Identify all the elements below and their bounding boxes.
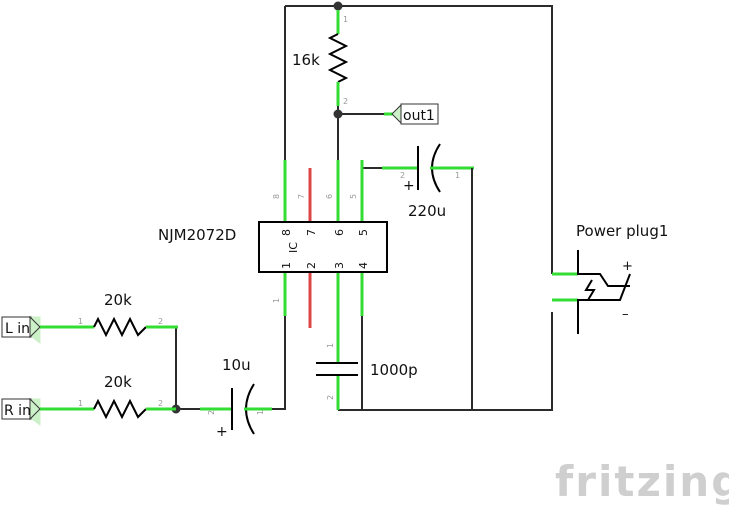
capacitor-1000p-value: 1000p [370,361,418,379]
capacitor-220u[interactable]: 2 1 + 220u [382,143,474,220]
power-plug-minus-label: – [622,307,629,322]
junctions [171,1,343,414]
capacitor-10u-polarity: + [216,424,228,440]
resistor-20k-r-pin1-number: 1 [78,399,83,408]
port-r-in-arrow [29,397,41,421]
junction-out [333,109,343,119]
port-l-in-label: L in [5,321,30,337]
capacitor-10u-value: 10u [222,356,251,374]
resistor-20k-l-value: 20k [104,291,132,309]
power-plug-bracket-top [577,250,630,287]
capacitor-1000p-pin1-number: 1 [326,343,335,348]
ic-pin1-number-outer: 1 [272,298,281,303]
capacitor-220u-polarity: + [403,178,415,194]
resistor-16k-pin1-number: 1 [343,15,348,24]
power-plug-plus-label: + [622,259,633,274]
ic-pin2-number: 2 [305,262,318,269]
ic-pin4-number: 4 [357,262,370,269]
port-r-in-label: R in [4,403,31,419]
port-out1-box [400,103,439,125]
resistor-16k[interactable]: 1 2 16k [292,10,349,106]
ic-pin6-number-outer: 6 [325,194,334,199]
ic-body-label: IC [287,242,300,253]
ic-pin8-number: 8 [280,229,293,236]
ic-pin3-number: 3 [333,262,346,269]
port-l-in[interactable]: L in [1,315,41,344]
power-plug-bracket-bottom [577,273,631,334]
ic-pin5-number: 5 [357,229,370,236]
power-plug-name: Power plug1 [576,222,668,240]
capacitor-1000p[interactable]: 1 2 1000p [316,328,418,410]
power-plug-lightning-icon [584,279,596,301]
ic-pin1-number: 1 [280,262,293,269]
capacitor-10u-pin2-number: 2 [207,410,216,415]
capacitor-220u-pin1-number: 1 [455,171,460,180]
ic-pin7-number: 7 [305,229,318,236]
resistor-20k-r-value: 20k [104,373,132,391]
ic-part-name: NJM2072D [158,226,236,244]
ic-body [258,221,388,273]
junction-top [333,1,343,11]
capacitor-10u-pin1-number: 1 [256,410,265,415]
fritzing-logo: fritzing [555,457,729,506]
resistor-16k-pin2-number: 2 [343,97,348,106]
resistor-16k-value: 16k [292,51,320,69]
wire-top-rail[interactable] [285,5,553,274]
port-l-in-arrow [29,315,41,339]
wire-pin5-to-220u[interactable] [361,160,382,169]
capacitor-220u-value: 220u [408,202,446,220]
wires [162,5,553,411]
power-plug[interactable]: Power plug1 + – [552,222,668,334]
capacitor-220u-pin2-number: 2 [400,171,405,180]
resistor-20k-r-pin2-number: 2 [158,399,163,408]
ic-pin7-number-outer: 7 [297,194,306,199]
resistor-20k-l[interactable]: 1 2 20k [40,291,178,338]
resistor-20k-l-zigzag [93,316,147,338]
ic-pin5-number-outer: 5 [349,194,358,199]
resistor-16k-zigzag [327,33,349,83]
resistor-20k-l-pin1-number: 1 [78,317,83,326]
resistor-20k-r-zigzag [93,398,147,420]
resistor-20k-r[interactable]: 1 2 20k [40,373,176,420]
ic-pin8-number-outer: 8 [272,194,281,199]
port-r-in[interactable]: R in [1,397,41,426]
capacitor-1000p-pin2-number: 2 [326,395,335,400]
port-out1-label: out1 [403,108,435,124]
ic-pin6-number: 6 [333,229,346,236]
capacitor-10u[interactable]: 2 1 + 10u [200,356,272,440]
wire-10u-to-pin1[interactable] [270,316,286,410]
wire-ground-rail[interactable] [361,312,553,411]
port-out1[interactable]: out1 [384,103,439,125]
resistor-20k-l-pin2-number: 2 [158,317,163,326]
ic-njm2072d[interactable]: NJM2072D 8 7 6 5 1 8 7 6 5 1 2 3 4 IC [158,160,388,328]
